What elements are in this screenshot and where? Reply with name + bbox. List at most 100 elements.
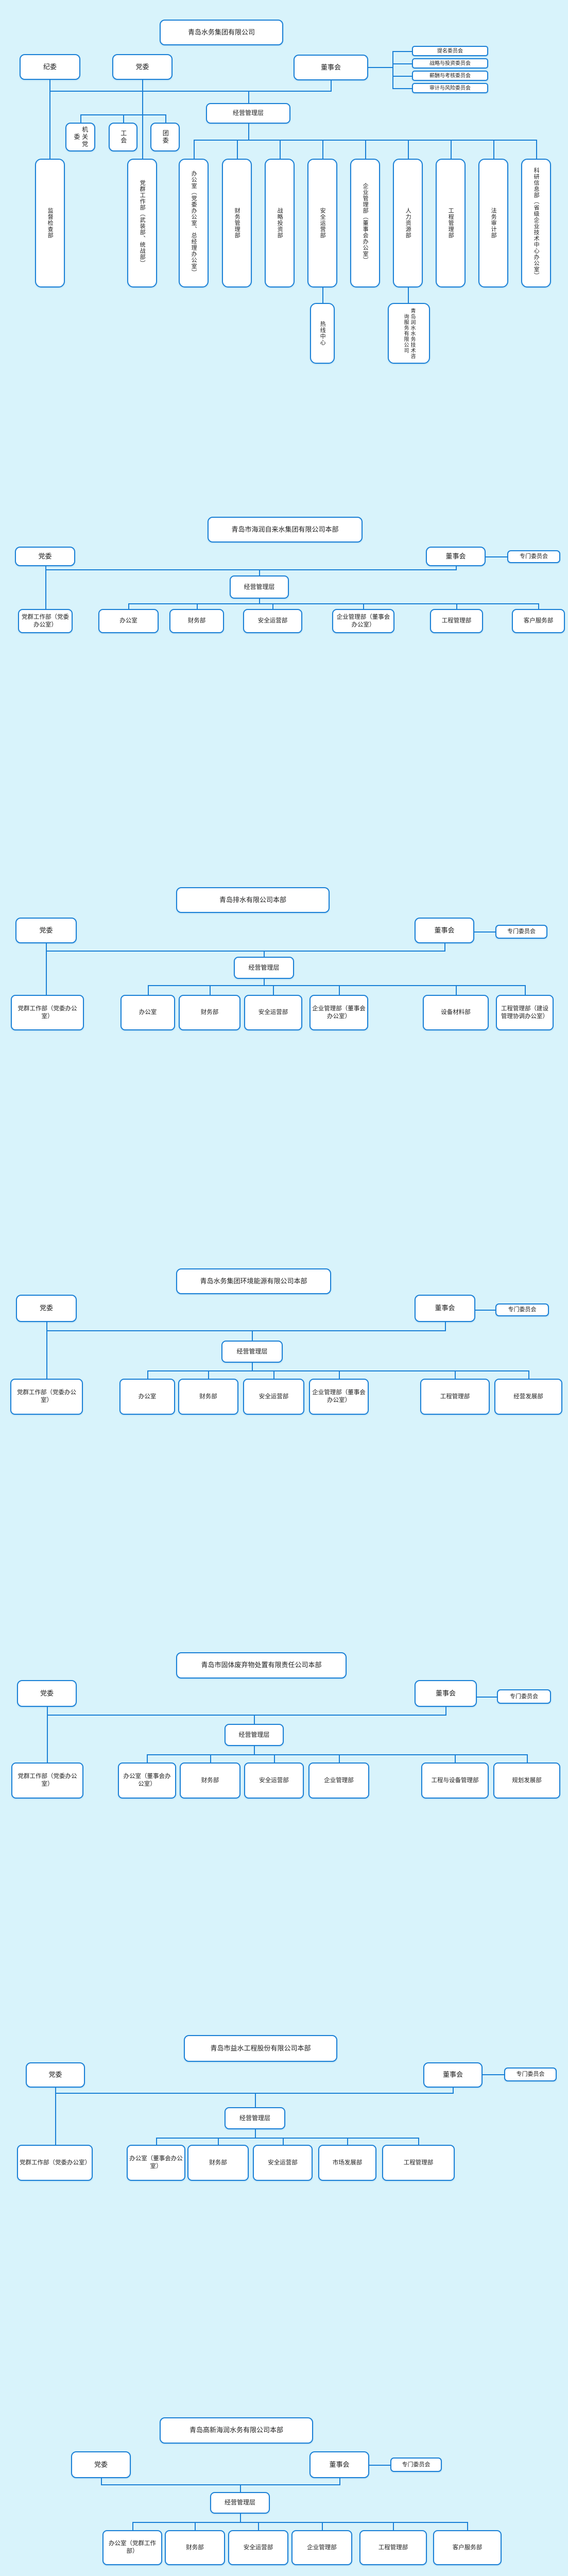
department-box: 安全运营部 [243, 1379, 304, 1415]
department-box: 办公室 [119, 1379, 175, 1415]
connector [455, 1370, 456, 1379]
connector [339, 2478, 340, 2485]
connector [210, 985, 211, 995]
connector [445, 1707, 446, 1716]
connector [148, 985, 526, 986]
board-committee-item: 提名委员会 [412, 46, 488, 56]
department-box: 工程管理部 [382, 2145, 455, 2181]
department-box: 财务部 [165, 2530, 225, 2565]
special-committee-box: 专门委员会 [497, 1689, 551, 1704]
connector [147, 1754, 528, 1755]
connector [322, 140, 323, 159]
management-box: 经营管理层 [234, 957, 294, 979]
connector [273, 985, 274, 995]
connector [363, 603, 364, 609]
department-box: 设备材料部 [423, 995, 489, 1030]
department-box: 安全运营部 [243, 609, 302, 633]
connector [142, 80, 143, 159]
department-box: 工程管理部（建设管理协调办公室） [496, 995, 554, 1030]
department-box: 安全运营部 [244, 995, 302, 1030]
connector [273, 1370, 274, 1379]
party-department-box: 党群工作部（党委办公室） [11, 995, 84, 1030]
connector [147, 1370, 148, 1379]
connector [272, 603, 273, 609]
department-box: 财务部 [187, 2145, 249, 2181]
management-box: 经营管理层 [230, 575, 289, 599]
connector [393, 2522, 394, 2530]
connector [392, 51, 412, 52]
connector [197, 603, 198, 609]
special-committee-box: 专门委员会 [507, 550, 560, 563]
connector [101, 2484, 340, 2485]
connector [55, 2088, 56, 2145]
connector [237, 140, 238, 159]
connector [165, 114, 166, 123]
department-box: 安全运营部 [253, 2145, 313, 2181]
connector [392, 88, 412, 89]
department-box: 财务部 [179, 995, 240, 1030]
connector [47, 1707, 48, 1762]
company-title: 青岛市益水工程股份有限公司本部 [184, 2035, 337, 2062]
connector [368, 67, 392, 68]
company-title: 青岛市固体废弃物处置有限责任公司本部 [176, 1652, 347, 1679]
department-box: 办公室 [121, 995, 175, 1030]
connector [258, 2522, 259, 2530]
sub-unit-box: 热线中心 [310, 303, 335, 364]
special-committee-box: 专门委员会 [504, 2067, 557, 2081]
connector [456, 603, 457, 609]
connector [46, 1330, 446, 1331]
connector [339, 1754, 340, 1762]
connector [455, 1754, 456, 1762]
connector [45, 569, 457, 570]
department-box: 规划发展部 [493, 1762, 560, 1799]
party-committee-box: 党委 [16, 1295, 77, 1322]
department-box: 企业管理部（董事会办公室） [309, 1379, 369, 1415]
department-box: 科研信息部（省级企业技术中心办公室） [521, 159, 551, 287]
connector [259, 599, 260, 603]
connector [274, 1754, 275, 1762]
connector [408, 140, 409, 159]
connector [477, 1697, 497, 1698]
connector [45, 566, 46, 609]
sub-unit-box: 青岛润水水务技术咨询服务有限公司 [388, 303, 430, 364]
management-box: 经营管理层 [206, 103, 290, 124]
department-box: 企业管理部 [308, 1762, 369, 1799]
connector [148, 985, 149, 995]
party-department-box: 党群工作部（党委办公室） [18, 609, 73, 633]
connector [218, 2138, 219, 2145]
department-box: 工程管理部 [359, 2530, 427, 2565]
connector [453, 2088, 454, 2094]
department-box: 办公室（党委办公室、总经理办公室） [179, 159, 209, 287]
connector [339, 985, 340, 995]
party-organization-box: 机关党委 [65, 123, 95, 151]
connector [365, 140, 366, 159]
connector [240, 2514, 241, 2522]
board-committee-item: 薪酬与考核委员会 [412, 71, 488, 81]
connector [347, 2138, 348, 2145]
connector [248, 91, 249, 103]
connector [128, 603, 539, 604]
party-committee-box: 党委 [17, 1680, 77, 1707]
connector [474, 931, 495, 933]
company-title: 青岛高新海润水务有限公司本部 [160, 2417, 313, 2444]
department-box: 客户服务部 [512, 609, 565, 633]
department-box: 企业管理部 [291, 2530, 352, 2565]
connector [208, 1370, 209, 1379]
party-organization-box: 团委 [150, 123, 180, 151]
connector [445, 1322, 446, 1331]
department-box: 客户服务部 [433, 2530, 502, 2565]
board-box: 董事会 [294, 55, 368, 80]
connector [392, 76, 412, 77]
board-box: 董事会 [415, 1680, 477, 1707]
connector [254, 1715, 255, 1724]
connector [254, 1746, 255, 1754]
department-box: 财务部 [169, 609, 224, 633]
connector [46, 943, 47, 995]
connector [483, 2074, 504, 2075]
connector [123, 114, 124, 123]
connector [46, 951, 445, 952]
special-committee-box: 专门委员会 [390, 2458, 442, 2472]
department-box: 经营发展部 [494, 1379, 562, 1415]
party-organization-box: 工会 [109, 123, 137, 151]
board-box: 董事会 [415, 918, 474, 943]
